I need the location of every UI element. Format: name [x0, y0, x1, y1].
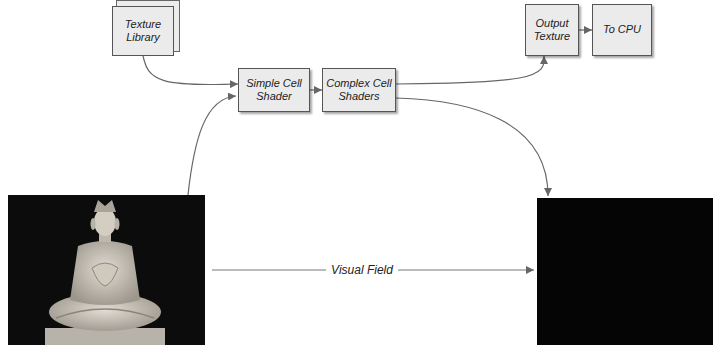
box-text: Simple Cell Shader	[242, 77, 306, 103]
box-text: Output Texture	[529, 17, 575, 43]
flow-arrow	[396, 56, 544, 84]
output-arrow	[396, 98, 548, 196]
cpu-box: To CPU	[592, 4, 652, 56]
flow-arrow	[143, 56, 238, 85]
box-text: Complex Cell Shaders	[326, 77, 392, 103]
field-label: Visual Field	[326, 262, 398, 278]
box-text: To CPU	[603, 23, 641, 36]
statue-photo	[8, 195, 205, 345]
complex-cell-shader: Complex Cell Shaders	[322, 68, 396, 112]
flow-arrow	[579, 29, 592, 30]
output-field	[537, 198, 713, 345]
output-texture: Output Texture	[525, 4, 579, 56]
flow-arrow	[310, 89, 322, 90]
input-arrow	[188, 96, 236, 195]
simple-cell-shader: Simple Cell Shader	[238, 68, 310, 112]
box-text: Texture Library	[116, 18, 170, 44]
texture-library: Texture Library	[112, 6, 174, 56]
